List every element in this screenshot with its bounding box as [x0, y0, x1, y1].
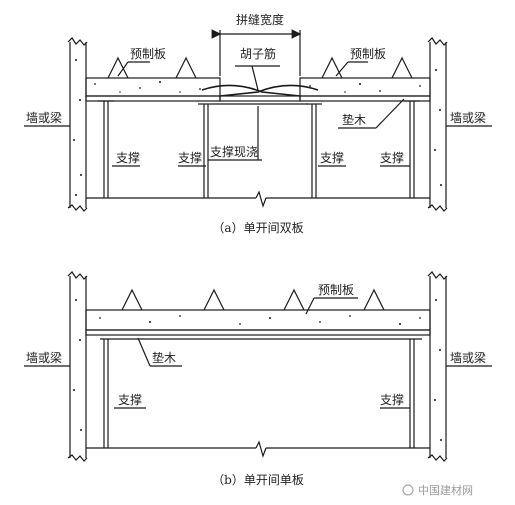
right-wall-b [427, 271, 448, 462]
lift-loop [391, 56, 413, 79]
timber-pad [85, 95, 221, 102]
support-post [409, 339, 415, 448]
diagram-b [24, 271, 492, 462]
precast-slab-left [85, 77, 221, 97]
seam-width-label: 拼缝宽度 [236, 12, 284, 27]
beard-rebar [201, 84, 301, 97]
lift-loop [321, 56, 343, 79]
support-label-2: 支撑 [178, 150, 202, 165]
weibo-icon [402, 484, 414, 496]
lift-loop [121, 288, 143, 311]
left-wall-b [67, 271, 88, 462]
support-label-right-b: 支撑 [380, 392, 404, 407]
wall-or-beam-label-left-b: 墙或梁 [26, 350, 62, 365]
support-post [404, 100, 420, 198]
wall-or-beam-label-right-b: 墙或梁 [450, 350, 486, 365]
precast-slab-right [299, 77, 431, 97]
lift-loop [175, 56, 197, 79]
watermark: 中国建材网 [402, 483, 473, 497]
support-label-3: 支撑 [320, 150, 344, 165]
timber-pad [219, 95, 301, 102]
beard-rebar [219, 84, 319, 97]
watermark-text: 中国建材网 [418, 483, 473, 497]
support-label-1: 支撑 [116, 150, 140, 165]
precast-slab-label: 预制板 [318, 283, 354, 297]
support-post [306, 103, 322, 198]
precast-slab [85, 309, 431, 331]
left-wall-a [67, 37, 88, 212]
caption-a: （a）单开间双板 [212, 221, 303, 235]
precast-slab-label-right: 预制板 [350, 47, 386, 61]
timber-pad [299, 95, 431, 102]
timber-pad [85, 329, 431, 336]
precast-slab-label-left: 预制板 [130, 47, 166, 61]
support-post [98, 100, 114, 198]
support-post [198, 103, 214, 198]
timber-pad-label: 垫木 [342, 112, 366, 127]
concrete-texture [73, 299, 442, 441]
wall-or-beam-label-left: 墙或梁 [26, 110, 62, 125]
lift-loop [363, 288, 385, 311]
support-label-4: 支撑 [380, 150, 404, 165]
diagram-a [24, 29, 492, 212]
lift-loop [107, 56, 129, 79]
caption-b: （b）单开间单板 [212, 473, 304, 487]
lift-loop [283, 288, 305, 311]
support-label-left-b: 支撑 [118, 392, 142, 407]
support-post [103, 339, 109, 448]
beard-rebar-label: 胡子筋 [240, 46, 276, 61]
support-cast-in-place-label: 支撑现浇 [210, 144, 258, 159]
lift-loop [203, 288, 225, 311]
timber-pad-label-b: 垫木 [152, 350, 176, 365]
concrete-texture [73, 59, 442, 196]
right-wall-a [427, 37, 448, 212]
wall-or-beam-label-right: 墙或梁 [450, 110, 486, 125]
